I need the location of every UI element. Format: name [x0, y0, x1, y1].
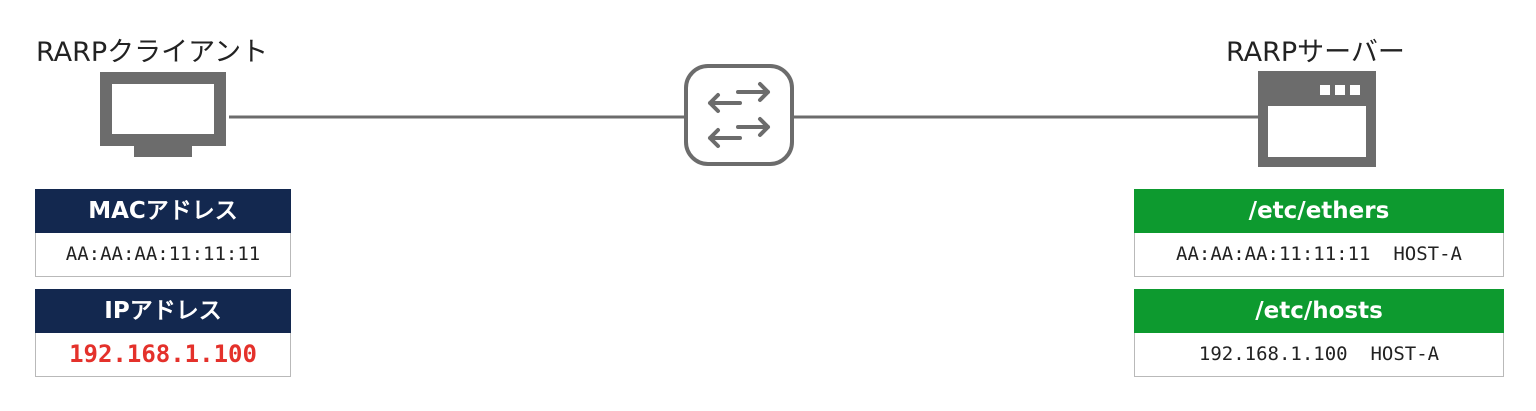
mac-address-table: MACアドレス AA:AA:AA:11:11:11 [35, 189, 291, 277]
ip-address-table: IPアドレス 192.168.1.100 [35, 289, 291, 377]
etc-hosts-entry: 192.168.1.100 HOST-A [1134, 333, 1504, 377]
mac-address-value: AA:AA:AA:11:11:11 [35, 233, 291, 277]
monitor-icon [100, 72, 226, 157]
switch-icon [684, 64, 794, 166]
etc-ethers-entry: AA:AA:AA:11:11:11 HOST-A [1134, 233, 1504, 277]
server-label: RARPサーバー [1226, 37, 1405, 68]
etc-hosts-header: /etc/hosts [1134, 289, 1504, 333]
ip-address-value: 192.168.1.100 [35, 333, 291, 377]
etc-ethers-table: /etc/ethers AA:AA:AA:11:11:11 HOST-A [1134, 189, 1504, 277]
etc-hosts-table: /etc/hosts 192.168.1.100 HOST-A [1134, 289, 1504, 377]
etc-ethers-header: /etc/ethers [1134, 189, 1504, 233]
client-label: RARPクライアント [36, 37, 269, 68]
mac-address-header: MACアドレス [35, 189, 291, 233]
ip-address-header: IPアドレス [35, 289, 291, 333]
server-window-icon [1258, 71, 1376, 167]
